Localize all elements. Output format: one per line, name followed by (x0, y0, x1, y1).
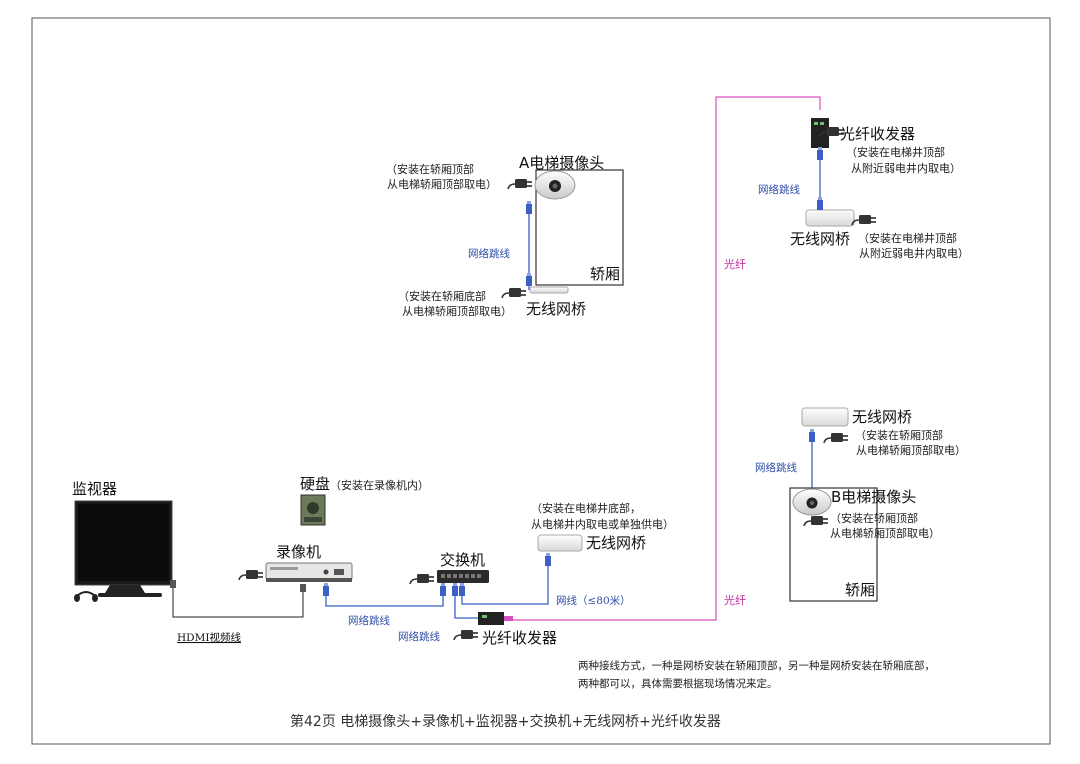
camera-a-note-1: （安装在轿厢顶部 (386, 162, 474, 176)
switch-icon (437, 570, 489, 583)
camera-a-label: A电梯摄像头 (519, 154, 604, 172)
camera-a-note-2: 从电梯轿厢顶部取电） (387, 177, 497, 191)
power-adapter-icon (453, 629, 479, 641)
car-b-box (789, 487, 878, 602)
cable-hdmi (172, 585, 304, 618)
patch-label-top: 网络跳线 (758, 183, 800, 196)
power-adapter-icon (803, 515, 829, 527)
camera-b-note-2: 从电梯轿厢顶部取电） (830, 526, 940, 540)
patch-label-a: 网络跳线 (468, 247, 510, 260)
rj45-plug-icon (452, 583, 458, 596)
bridge-b-note-2: 从电梯轿厢顶部取电） (856, 443, 966, 457)
bridge-b-label: 无线网桥 (852, 408, 912, 426)
rj45-plug-icon (809, 429, 815, 442)
cable-switch-fiber (454, 585, 478, 619)
camera-a-icon (534, 170, 576, 200)
bridge-top-note-1: （安装在电梯井顶部 (858, 231, 957, 245)
hdmi-label: HDMI视频线 (177, 631, 241, 644)
power-adapter-icon (851, 214, 877, 226)
hdmi-plug-icon (170, 580, 176, 588)
cable-nvr-switch (325, 585, 444, 607)
fiber-transceiver-bottom-icon (478, 612, 513, 625)
power-adapter-icon (823, 432, 849, 444)
bridge-pit-note-1: （安装在电梯井底部， (531, 501, 641, 515)
nvr-label: 录像机 (276, 543, 321, 561)
rj45-plug-icon (545, 553, 551, 566)
rj45-plug-icon (817, 147, 823, 160)
bridge-a-note-2: 从电梯轿厢顶部取电） (402, 304, 512, 318)
nvr-icon (265, 562, 353, 582)
camera-b-icon (792, 488, 832, 516)
fiber-line (513, 96, 821, 621)
hdd-label: 硬盘 (300, 475, 330, 493)
switch-label: 交换机 (440, 551, 485, 569)
footnote-line-1: 两种接线方式，一种是网桥安装在轿厢顶部，另一种是网桥安装在轿厢底部， (578, 659, 935, 672)
fiber-bottom-label: 光纤收发器 (482, 629, 557, 647)
headphones-icon (74, 591, 98, 602)
bridge-pit-note-2: 从电梯井内取电或单独供电） (531, 517, 674, 531)
fiber-top-label: 光纤收发器 (840, 125, 915, 143)
hdmi-plug-icon (300, 584, 306, 592)
bridge-a-note-1: （安装在轿厢底部 (398, 289, 486, 303)
bridge-top-icon (805, 209, 855, 227)
camera-b-label: B电梯摄像头 (831, 488, 916, 506)
fiber-top-note-2: 从附近弱电井内取电） (851, 161, 961, 175)
patch-label-nvr-switch: 网络跳线 (348, 614, 390, 627)
rj45-plug-icon (526, 273, 532, 286)
fiber-label-upper: 光纤 (724, 257, 746, 271)
monitor-icon (74, 500, 173, 597)
car-b-label: 轿厢 (845, 581, 875, 599)
patch-label-switch-fiber: 网络跳线 (398, 630, 440, 643)
fiber-top-note-1: （安装在电梯井顶部 (846, 145, 945, 159)
hdd-icon (300, 494, 326, 526)
fiber-transceiver-top-icon (811, 118, 829, 148)
monitor-label: 监视器 (72, 480, 117, 498)
power-adapter-icon (238, 569, 264, 581)
fiber-lines (513, 96, 821, 621)
footnote-line-2: 两种都可以，具体需要根据现场情况来定。 (578, 677, 778, 690)
power-adapter-icon (507, 178, 533, 190)
power-adapter-icon (409, 573, 435, 585)
bridge-b-icon (801, 407, 849, 427)
car-a-box (535, 169, 624, 286)
rj45-plug-icon (323, 583, 329, 596)
bridge-top-note-2: 从附近弱电井内取电） (859, 246, 969, 260)
bridge-a-icon (529, 286, 569, 294)
car-a-label: 轿厢 (590, 265, 620, 283)
rj45-plug-icon (459, 583, 465, 596)
hdd-note: （安装在录像机内） (330, 478, 429, 492)
fiber-label-lower: 光纤 (724, 593, 746, 607)
cable-pit-label: 网线（≤80米） (556, 594, 631, 607)
page-frame (31, 17, 1051, 745)
rj45-plug-icon (526, 201, 532, 214)
rj45-plug-icon (817, 197, 823, 210)
rj45-plug-icon (440, 583, 446, 596)
bridge-top-label: 无线网桥 (790, 230, 850, 248)
power-adapter-icon (501, 287, 527, 299)
bridge-b-note-1: （安装在轿厢顶部 (855, 428, 943, 442)
page-caption: 第42页 电梯摄像头+录像机+监视器+交换机+无线网桥+光纤收发器 (290, 713, 721, 730)
bridge-pit-icon (537, 534, 583, 552)
bridge-a-label: 无线网桥 (526, 300, 586, 318)
bridge-pit-label: 无线网桥 (586, 534, 646, 552)
patch-label-b: 网络跳线 (755, 461, 797, 474)
camera-b-note-1: （安装在轿厢顶部 (830, 511, 918, 525)
